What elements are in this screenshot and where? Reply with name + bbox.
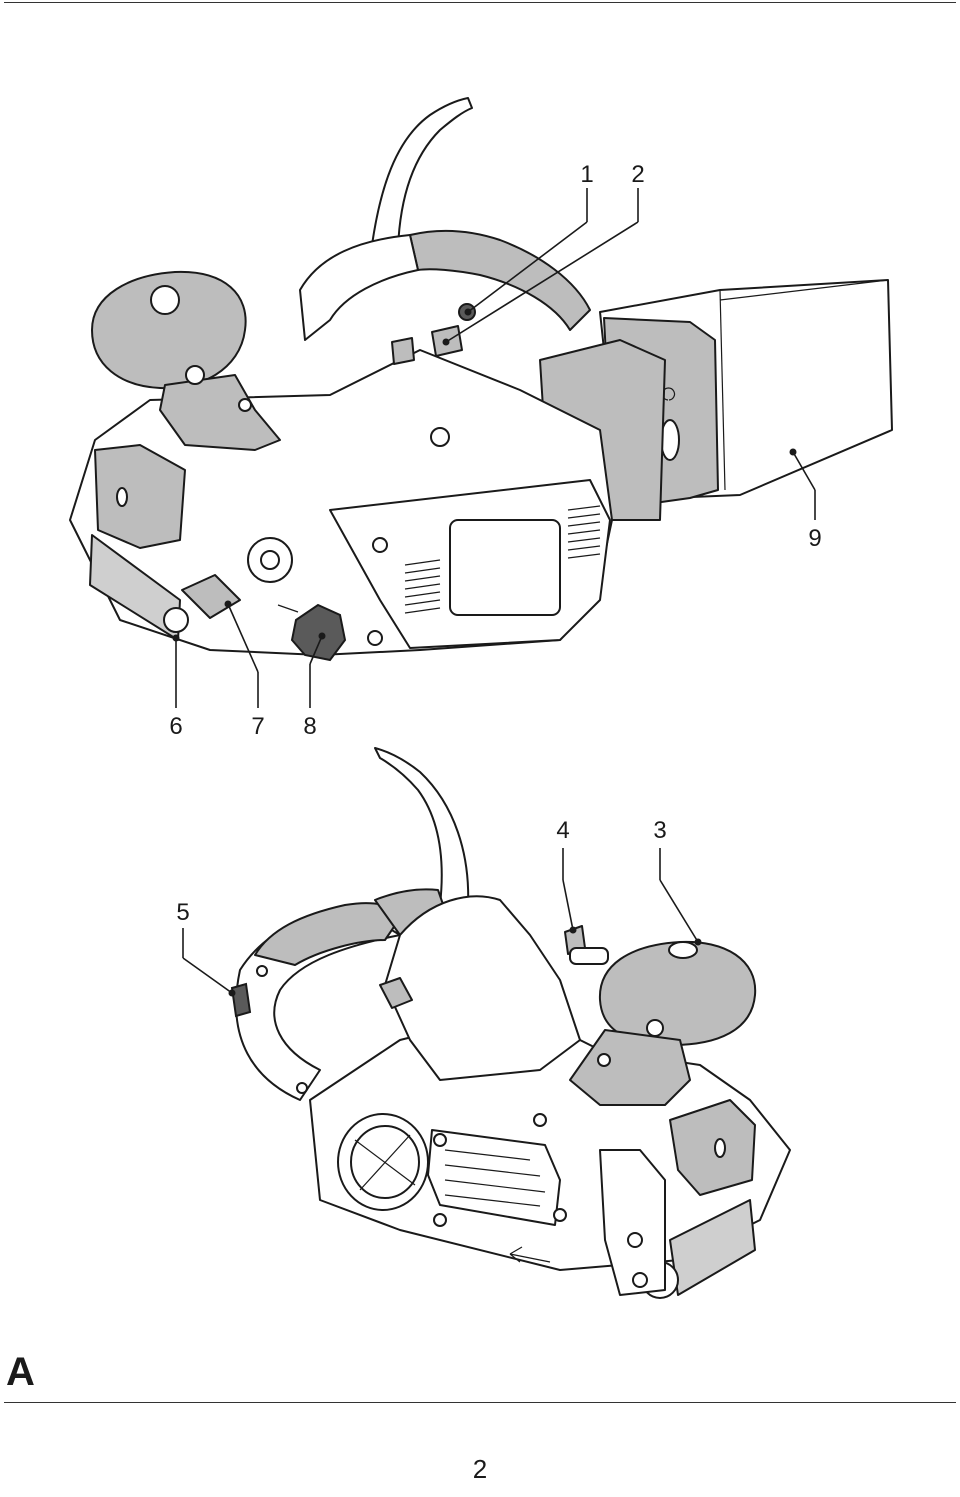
front-panel-right <box>669 1099 756 1196</box>
lock-on-button <box>391 337 415 365</box>
belt-direction-arrow <box>509 1246 551 1263</box>
trigger-switch <box>379 977 413 1009</box>
tracking-knob <box>290 603 347 662</box>
speed-control-side <box>230 982 252 1018</box>
belt-release-lever <box>181 574 241 619</box>
callout-leaders-top <box>172 188 816 708</box>
front-panel-left <box>94 444 186 549</box>
knob-stem-bottom <box>569 1029 691 1106</box>
belt-side-cover <box>599 1149 666 1296</box>
sander-top-view <box>69 97 893 662</box>
figure-letter: A <box>6 1350 35 1394</box>
callout-5: 5 <box>176 899 189 926</box>
motor-housing-bottom <box>384 895 581 1081</box>
sander-bottom-view <box>230 747 791 1299</box>
callout-3: 3 <box>653 817 666 844</box>
front-roller-top <box>163 607 189 633</box>
vent-slots-right <box>567 505 601 559</box>
callout-1: 1 <box>580 161 593 188</box>
top-rule <box>4 2 956 3</box>
front-knob-top <box>91 270 247 390</box>
callout-4: 4 <box>556 817 569 844</box>
name-plate <box>449 519 561 616</box>
callout-6: 6 <box>169 713 182 740</box>
callout-8: 8 <box>303 713 316 740</box>
switch-housing <box>569 947 609 965</box>
plate-lines <box>444 1149 546 1207</box>
callout-2: 2 <box>631 161 644 188</box>
power-cord-bottom <box>374 747 470 906</box>
rear-handle-grip <box>409 229 591 331</box>
handle-top <box>299 234 419 341</box>
vent-slots-left <box>404 559 441 614</box>
callout-leaders-bottom <box>182 848 702 997</box>
power-cord-top <box>371 97 473 249</box>
rating-plate <box>427 1129 561 1226</box>
bottom-rule <box>4 1402 956 1403</box>
callout-9: 9 <box>808 525 821 552</box>
page-number: 2 <box>472 1454 488 1484</box>
callout-7: 7 <box>251 713 264 740</box>
knob-stem-top <box>159 374 281 451</box>
